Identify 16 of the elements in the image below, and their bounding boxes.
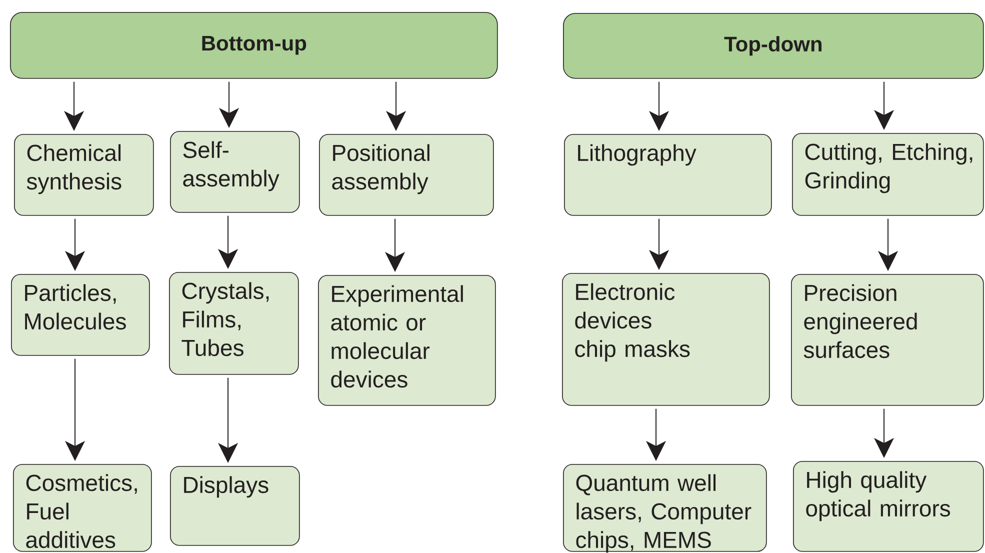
process-box: Positional assembly xyxy=(319,134,494,216)
process-box: Electronic devices chip masks xyxy=(562,273,770,406)
process-box: Self-assembly xyxy=(170,131,300,213)
category-header: Bottom-up xyxy=(10,12,498,79)
category-header: Top-down xyxy=(563,13,984,79)
process-box: High quality optical mirrors xyxy=(793,461,984,552)
process-box: Particles, Molecules xyxy=(11,274,150,356)
process-box: Lithography xyxy=(564,134,772,216)
process-box: Cosmetics, Fuel additives xyxy=(13,464,152,552)
process-box: Chemical synthesis xyxy=(14,134,154,216)
process-box: Cutting, Etching, Grinding xyxy=(792,133,984,216)
process-box: Quantum well lasers, Computer chips, MEMS xyxy=(563,464,767,553)
process-box: Crystals, Films, Tubes xyxy=(169,272,299,375)
process-box: Experimental atomic or molecular devices xyxy=(318,275,496,406)
process-box: Displays xyxy=(170,466,300,546)
process-box: Precision engineered surfaces xyxy=(791,274,984,406)
